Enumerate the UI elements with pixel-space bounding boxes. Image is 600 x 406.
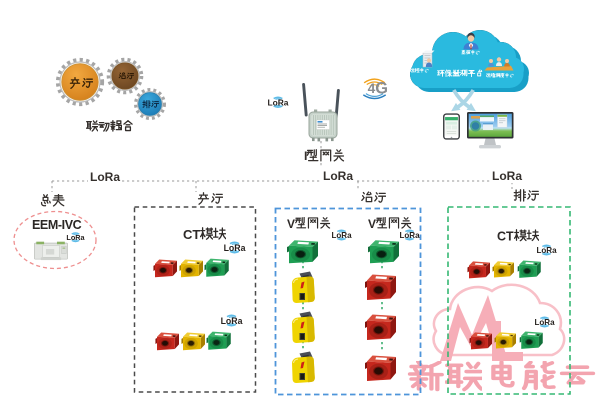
svg-text:I: I — [304, 149, 307, 163]
svg-text:4G: 4G — [368, 80, 388, 98]
